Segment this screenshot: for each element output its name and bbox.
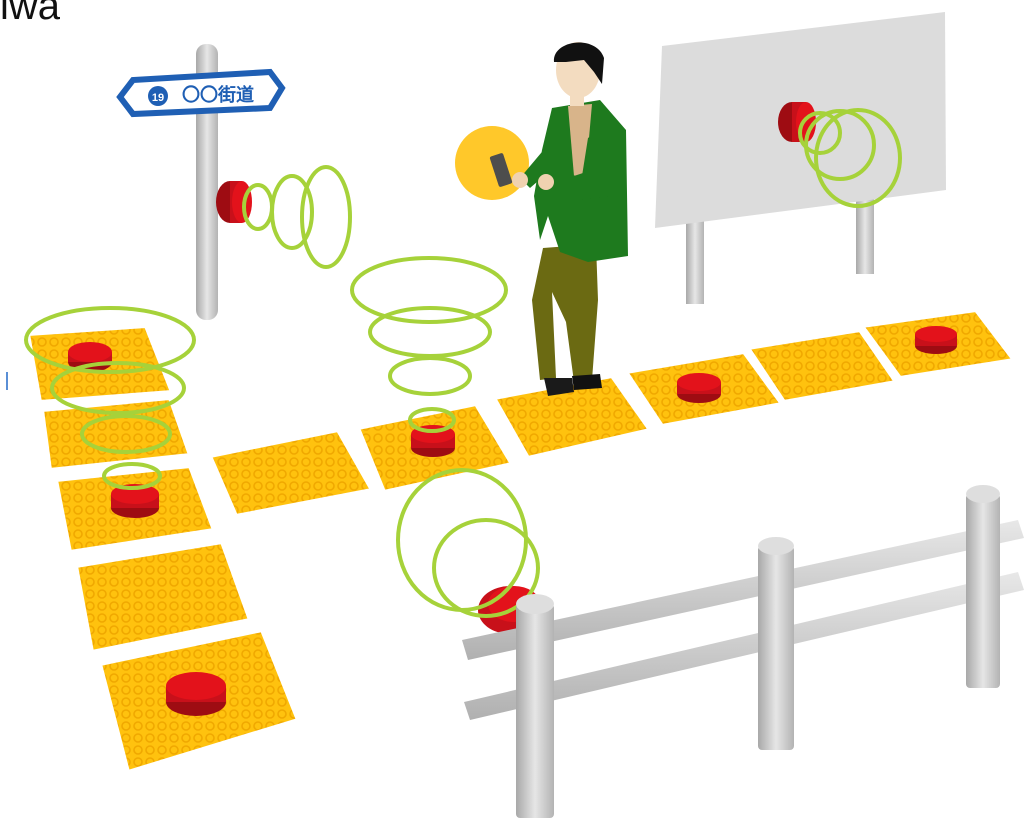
guard-rail-post	[758, 537, 794, 750]
tactile-tile	[76, 542, 250, 652]
beacon-device	[915, 326, 957, 354]
billboard	[655, 12, 946, 304]
beacon-device-billboard	[778, 102, 816, 142]
street-sign: 19 〇〇街道	[120, 72, 282, 114]
beacon-device	[677, 373, 721, 403]
street-sign-name: 〇〇街道	[182, 84, 254, 106]
tactile-tile	[210, 430, 372, 516]
guard-rail	[462, 485, 1024, 818]
tactile-tile	[42, 398, 190, 470]
guard-rail-post	[516, 594, 554, 818]
guard-rail-post	[966, 485, 1000, 688]
beacon-device	[166, 672, 226, 716]
street-sign-route-number: 19	[152, 92, 164, 104]
